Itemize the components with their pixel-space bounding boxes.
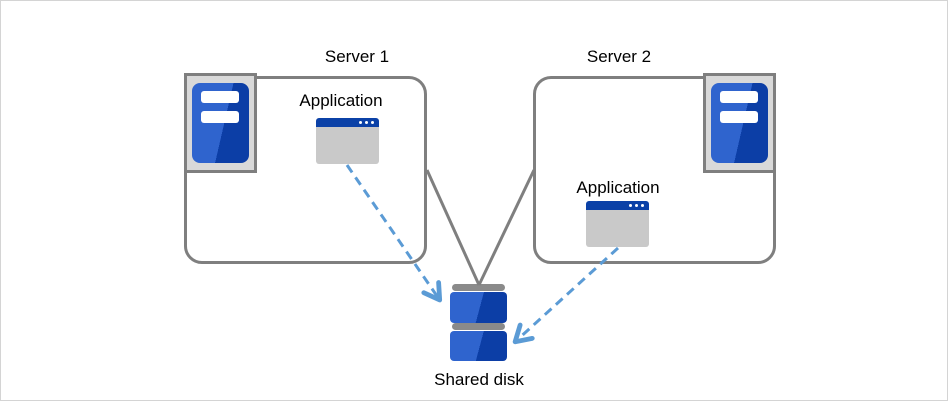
server-slot-bar bbox=[201, 91, 239, 103]
server-screen bbox=[711, 83, 768, 163]
server-icon bbox=[703, 73, 776, 173]
server2-application-label: Application bbox=[576, 178, 660, 197]
server-screen bbox=[192, 83, 249, 163]
server-slot-bar bbox=[720, 91, 758, 103]
application-titlebar-dots bbox=[359, 121, 374, 124]
application-titlebar-dots bbox=[629, 204, 644, 207]
server1-application-label: Application bbox=[299, 91, 383, 110]
connector-server1-to-disk bbox=[425, 169, 481, 286]
shared-disk-icon bbox=[450, 331, 507, 361]
shared-disk-icon bbox=[452, 323, 505, 330]
application-icon bbox=[316, 118, 379, 164]
application-icon bbox=[586, 201, 649, 247]
connector-server2-to-disk bbox=[477, 169, 536, 286]
shared-disk-icon bbox=[450, 292, 507, 323]
shared-disk-icon bbox=[452, 284, 505, 291]
application-window-body bbox=[316, 127, 379, 164]
shared-disk-label: Shared disk bbox=[434, 370, 524, 389]
server-icon bbox=[184, 73, 257, 173]
application-window-body bbox=[586, 210, 649, 247]
server-slot-bar bbox=[720, 111, 758, 123]
application-titlebar bbox=[586, 201, 649, 210]
server-slot-bar bbox=[201, 111, 239, 123]
server2-label: Server 2 bbox=[586, 47, 652, 66]
server1-label: Server 1 bbox=[324, 47, 390, 66]
application-titlebar bbox=[316, 118, 379, 127]
